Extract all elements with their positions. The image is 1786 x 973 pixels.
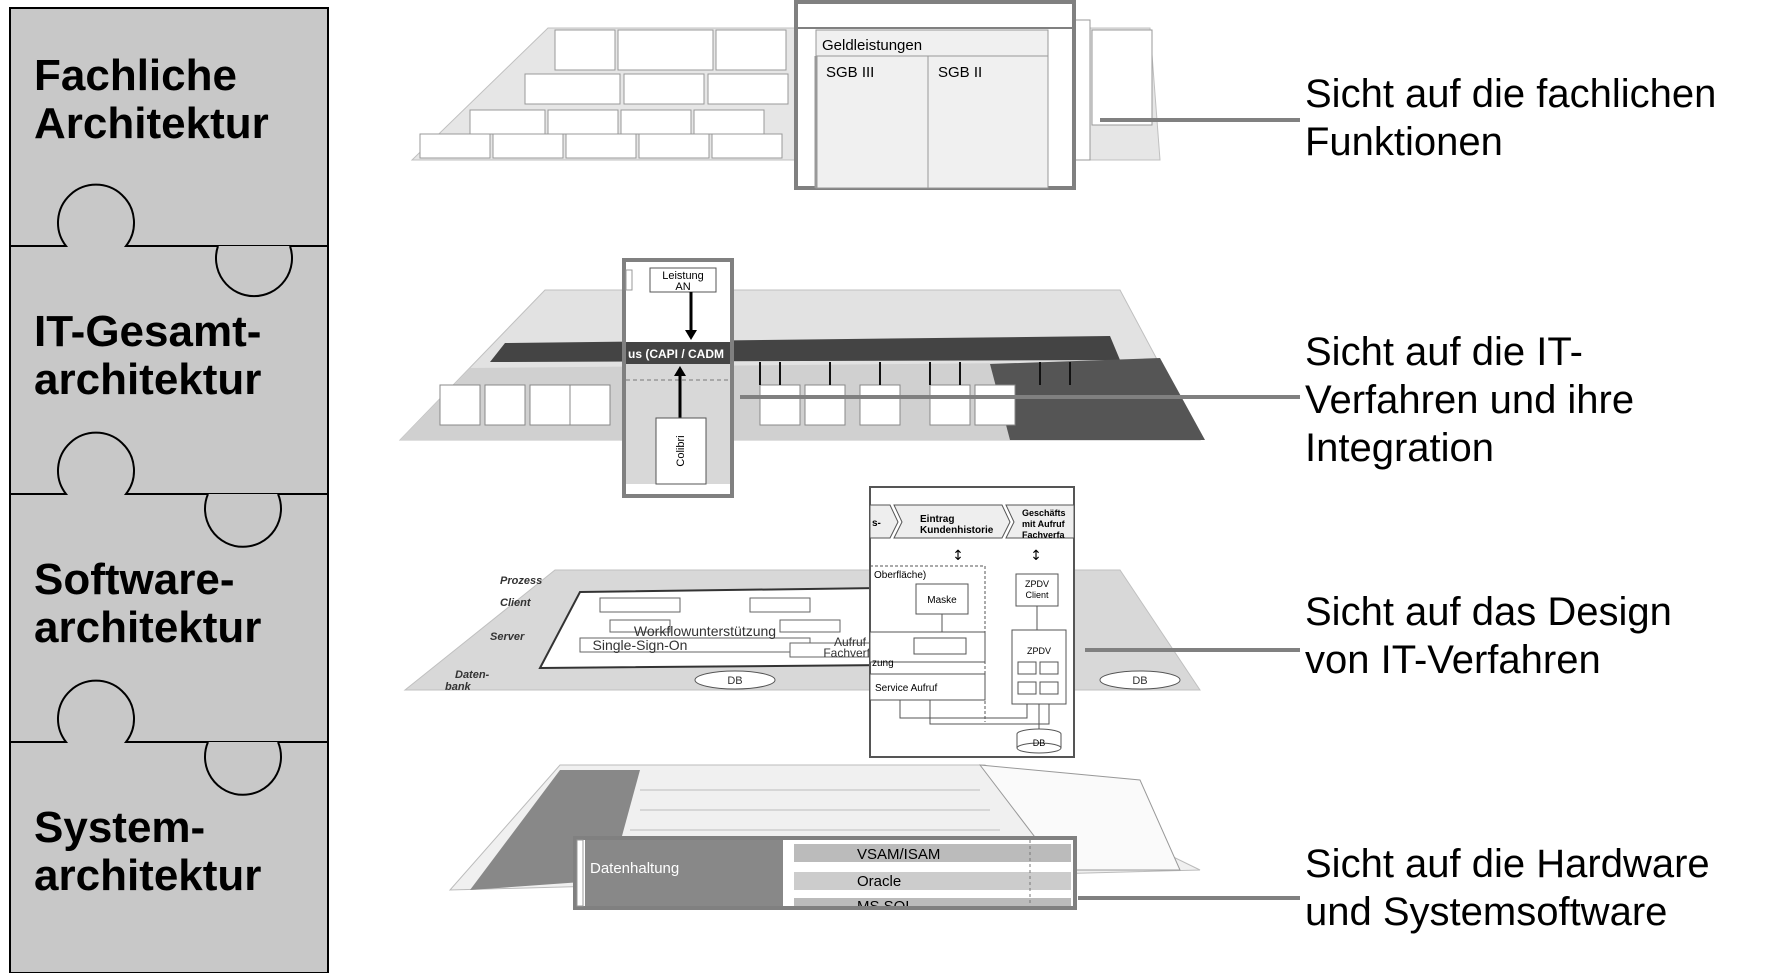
bg-db-label: DB	[727, 675, 742, 687]
zoom4-row-3: MS SQL	[857, 898, 914, 915]
zoom2-bus-label: us (CAPI / CADM	[628, 347, 724, 361]
puzzle-connector-2	[10, 431, 328, 495]
zoom4-row-1: VSAM/ISAM	[857, 846, 940, 863]
layer-3-title: Software- architektur	[34, 556, 261, 652]
layer-4-desc-line-1: Sicht auf die Hardware	[1305, 842, 1710, 886]
layer-3-title-line-2: architektur	[34, 603, 262, 652]
zoom3-arrow-2: ↕	[1030, 548, 1042, 564]
zoom1-col2: SGB II	[938, 64, 982, 81]
layer-1-title-line-2: Architektur	[34, 99, 269, 148]
bg-client-label: Client	[500, 597, 532, 609]
layer-3-plane: Workflowunterstützung Single-Sign-On Auf…	[403, 569, 1201, 693]
zoom3-zpdv-client: ZPDV	[1025, 579, 1049, 589]
connector-lines	[740, 118, 1300, 900]
zoom3-step1b: Kundenhistorie	[920, 525, 994, 536]
zoom2-box-top: Leistung	[662, 270, 704, 282]
zoom3-surface: Oberfläche)	[874, 570, 926, 581]
zoom3-mask: Maske	[927, 595, 957, 606]
zoom3-zpdv: ZPDV	[1027, 646, 1051, 656]
zoom-box-3: s- Eintrag Kundenhistorie Geschäfts mit …	[869, 486, 1075, 758]
zoom3-step1: Eintrag	[920, 514, 954, 525]
zoom3-zpdv-client-2: Client	[1025, 590, 1049, 600]
layer-2-title-line-1: IT-Gesamt-	[34, 307, 262, 356]
layer-2-title: IT-Gesamt- architektur	[34, 308, 261, 404]
zoom4-row-2: Oracle	[857, 873, 901, 890]
layer-3-title-line-1: Software-	[34, 555, 235, 604]
layer-2-plane	[398, 289, 1205, 441]
puzzle-column	[9, 7, 329, 973]
zoom3-step2: Geschäfts	[1022, 508, 1066, 518]
bg-aufruf-label-2: Fachverfa	[823, 646, 877, 660]
layer-2-description: Sicht auf die IT- Verfahren und ihre Int…	[1305, 328, 1634, 472]
layer-3-description: Sicht auf das Design von IT-Verfahren	[1305, 588, 1672, 684]
bg-sso-label: Single-Sign-On	[593, 637, 688, 653]
zoom3-step2c: Fachverfa	[1022, 530, 1066, 540]
layer-1-description: Sicht auf die fachlichen Funktionen	[1305, 70, 1716, 166]
zoom2-box-top-2: AN	[675, 281, 690, 293]
puzzle-knob-2	[204, 493, 282, 548]
zoom4-left: Datenhaltung	[590, 860, 679, 877]
layer-2-desc-line-3: Integration	[1305, 426, 1495, 470]
zoom3-partial-zung: zung	[872, 658, 894, 669]
layer-4-title-line-2: architektur	[34, 851, 262, 900]
bg-db-label-right: DB	[1132, 675, 1147, 687]
layer-2-desc-line-2: Verfahren und ihre	[1305, 378, 1635, 422]
zoom-box-1: Geldleistungen SGB III SGB II	[794, 0, 1076, 190]
bg-prozess-label: Prozess	[500, 575, 542, 587]
zoom3-service: Service Aufruf	[875, 683, 937, 694]
zoom3-step2b: mit Aufruf	[1022, 519, 1066, 529]
bg-bank-label: bank	[445, 681, 472, 693]
zoom3-left-partial: s-	[872, 518, 881, 529]
zoom1-title: Geldleistungen	[822, 37, 922, 54]
layer-4-title-line-1: System-	[34, 803, 206, 852]
puzzle-connector-1	[10, 183, 328, 247]
layer-4-title: System- architektur	[34, 804, 261, 900]
puzzle-connector-3	[10, 679, 328, 743]
zoom1-col1: SGB III	[826, 64, 874, 81]
puzzle-knob-1	[215, 245, 293, 298]
bg-workflow-label: Workflowunterstützung	[634, 623, 776, 639]
layer-3-desc-line-2: von IT-Verfahren	[1305, 638, 1601, 682]
zoom2-app-label: Colibri	[675, 435, 687, 466]
layer-2-desc-line-1: Sicht auf die IT-	[1305, 330, 1583, 374]
layer-1-title-line-1: Fachliche	[34, 51, 237, 100]
layer-2-title-line-2: architektur	[34, 355, 262, 404]
zoom3-arrow-1: ↕	[952, 548, 964, 564]
bg-server-label: Server	[490, 631, 525, 643]
layer-4-description: Sicht auf die Hardware und Systemsoftwar…	[1305, 840, 1710, 936]
layer-4-desc-line-2: und Systemsoftware	[1305, 890, 1668, 934]
layer-1-desc-line-1: Sicht auf die fachlichen	[1305, 72, 1717, 116]
layer-1-title: Fachliche Architektur	[34, 52, 269, 148]
zoom-box-2: Leistung AN us (CAPI / CADM Colibri	[622, 258, 734, 498]
zoom-box-4: Datenhaltung VSAM/ISAM Oracle MS SQL	[573, 836, 1077, 915]
bg-aufruf-label: Aufruf	[834, 635, 867, 649]
layer-3-desc-line-1: Sicht auf das Design	[1305, 590, 1672, 634]
layer-1-desc-line-2: Funktionen	[1305, 120, 1503, 164]
puzzle-knob-3	[204, 741, 282, 796]
bg-daten-label: Daten-	[455, 669, 490, 681]
zoom3-db: DB	[1033, 738, 1046, 748]
